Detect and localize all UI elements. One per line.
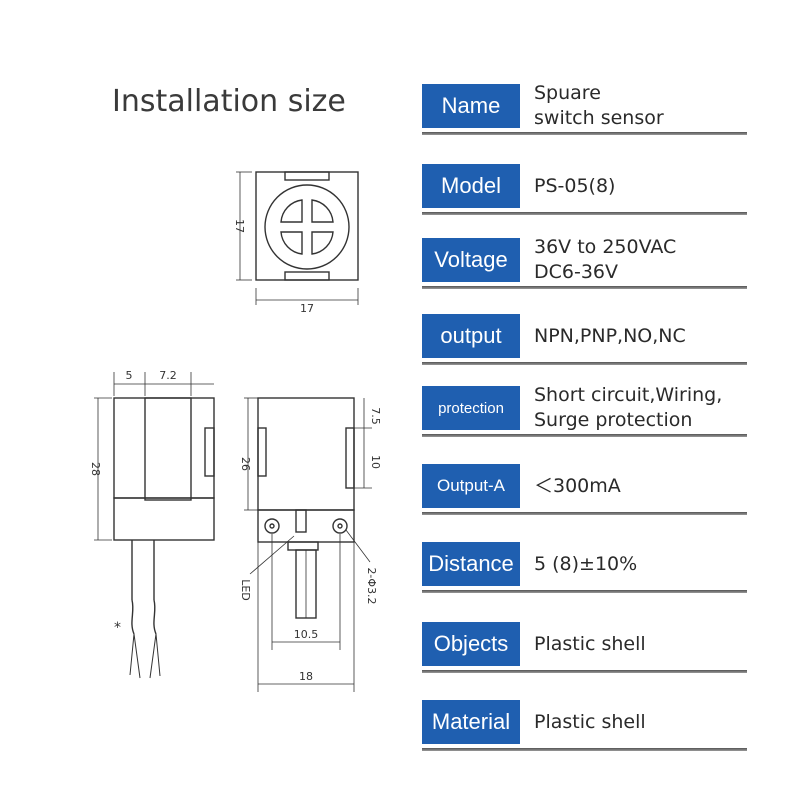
spec-divider	[422, 434, 747, 437]
spec-value: Plastic shell	[534, 616, 754, 672]
spec-label: Name	[422, 84, 520, 128]
spec-divider	[422, 512, 747, 515]
spec-value-line: Plastic shell	[534, 710, 646, 733]
spec-label: Output-A	[422, 464, 520, 508]
spec-row: output NPN,PNP,NO,NC	[422, 308, 750, 368]
dim-side-height: 28	[89, 462, 102, 476]
side-view	[94, 372, 215, 679]
spec-value: Spuare switch sensor	[534, 78, 754, 134]
dim-top-height: 17	[233, 219, 246, 233]
dim-hole-spacing: 10.5	[294, 628, 319, 641]
spec-value-line: switch sensor	[534, 107, 664, 129]
top-view	[236, 171, 359, 305]
page-title: Installation size	[112, 84, 346, 119]
spec-divider	[422, 212, 747, 215]
spec-label: Distance	[422, 542, 520, 586]
front-view	[244, 397, 372, 692]
dim-front-height: 26	[239, 457, 252, 471]
spec-row: Distance 5 (8)±10%	[422, 536, 750, 596]
spec-value: ＜300mA	[534, 458, 754, 514]
spec-value-line: DC6-36V	[534, 261, 619, 283]
spec-divider	[422, 670, 747, 673]
spec-value-line: 5 (8)±10%	[534, 552, 638, 575]
spec-divider	[422, 362, 747, 365]
spec-divider	[422, 748, 747, 751]
spec-value: Plastic shell	[534, 694, 754, 750]
spec-value: PS-05(8)	[534, 158, 754, 214]
spec-value: NPN,PNP,NO,NC	[534, 308, 754, 364]
spec-divider	[422, 286, 747, 289]
spec-value: 5 (8)±10%	[534, 536, 754, 592]
spec-label: Model	[422, 164, 520, 208]
spec-row: Name Spuare switch sensor	[422, 78, 750, 138]
spec-label: protection	[422, 386, 520, 430]
dim-front-top: 7.5	[369, 407, 382, 425]
spec-value: Short circuit,Wiring, Surge protection	[534, 380, 754, 436]
spec-row: Model PS-05(8)	[422, 158, 750, 218]
spec-value-line: Spuare	[534, 82, 601, 104]
label-asterisk: *	[114, 620, 121, 636]
spec-label: Voltage	[422, 238, 520, 282]
spec-value-line: Short circuit,Wiring,	[534, 384, 723, 406]
label-holes: 2-Φ3.2	[365, 567, 378, 604]
label-led: LED	[239, 579, 252, 601]
spec-value-line: NPN,PNP,NO,NC	[534, 324, 686, 347]
spec-divider	[422, 132, 747, 135]
spec-row: Voltage 36V to 250VAC DC6-36V	[422, 232, 750, 292]
dim-side-a: 5	[126, 369, 133, 382]
spec-label: Material	[422, 700, 520, 744]
spec-label: Objects	[422, 622, 520, 666]
installation-drawing: 17 17 5 7.2 28 26 7.5 10 10.5 18 LED 2-Φ…	[89, 171, 382, 692]
spec-value-line: PS-05(8)	[534, 174, 616, 197]
dim-bottom-width: 18	[299, 670, 313, 683]
dim-side-b: 7.2	[159, 369, 177, 382]
spec-value-line: 36V to 250VAC	[534, 236, 677, 258]
spec-row: Material Plastic shell	[422, 694, 750, 754]
spec-divider	[422, 590, 747, 593]
spec-value-line: Surge protection	[534, 409, 693, 431]
spec-row: protection Short circuit,Wiring, Surge pro…	[422, 380, 750, 440]
spec-row: Output-A ＜300mA	[422, 458, 750, 518]
spec-label: output	[422, 314, 520, 358]
dim-top-width: 17	[300, 302, 314, 315]
spec-row: Objects Plastic shell	[422, 616, 750, 676]
spec-value-line: ＜300mA	[534, 474, 621, 497]
spec-value: 36V to 250VAC DC6-36V	[534, 232, 754, 288]
dim-front-right: 10	[369, 455, 382, 469]
spec-value-line: Plastic shell	[534, 632, 646, 655]
